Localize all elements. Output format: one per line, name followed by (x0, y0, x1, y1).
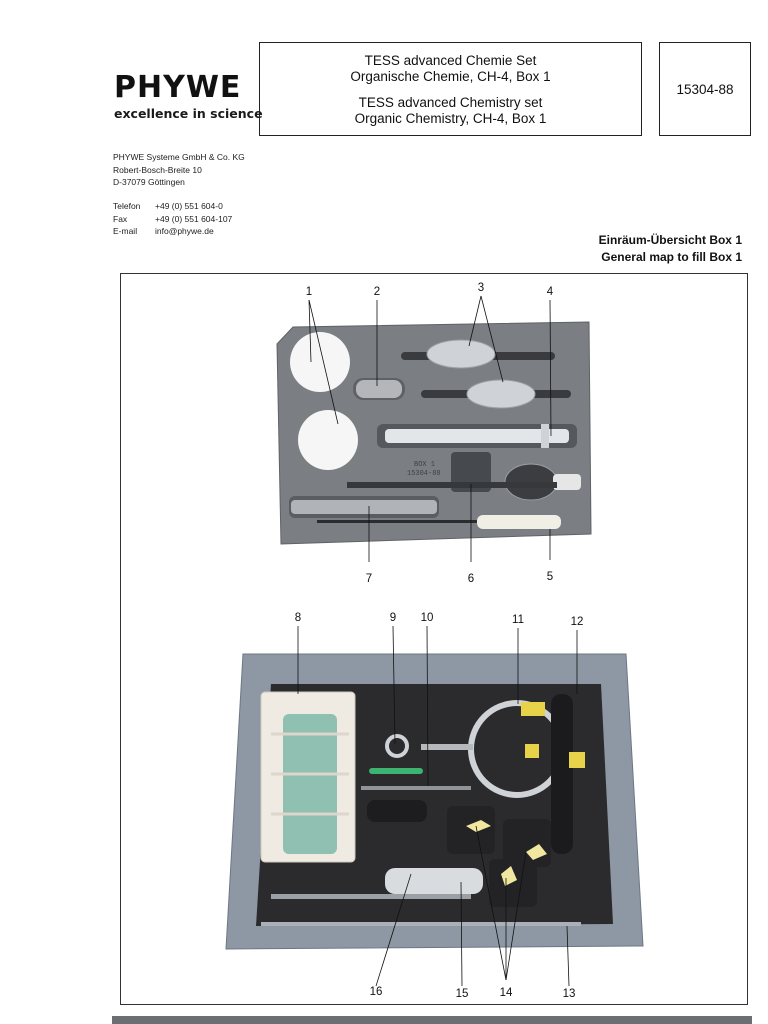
callout-13: 13 (562, 988, 576, 1000)
map-title-en: General map to fill Box 1 (601, 250, 742, 264)
map-title: Einräum-Übersicht Box 1 General map to f… (599, 232, 742, 266)
callout-4: 4 (546, 286, 554, 298)
callout-leader-lines (297, 295, 578, 987)
company-address: PHYWE Systeme GmbH & Co. KG Robert-Bosch… (113, 151, 245, 189)
phywe-logo: PHYWE excellence in science (114, 70, 263, 122)
title-en-line2: Organic Chemistry, CH-4, Box 1 (354, 111, 547, 126)
syringe (385, 429, 569, 443)
company-city: D-37079 Göttingen (113, 177, 185, 187)
contact-value: +49 (0) 551 604-107 (155, 213, 233, 224)
glass-bulb-1 (426, 339, 496, 369)
title-box: TESS advanced Chemie Set Organische Chem… (259, 42, 642, 136)
callout-3: 3 (477, 282, 485, 294)
contact-value: +49 (0) 551 604-0 (155, 201, 223, 211)
lower-storage-box (225, 653, 644, 950)
long-glass-tube (291, 500, 437, 514)
logo-tagline: excellence in science (114, 106, 263, 121)
clamp-holder (367, 800, 427, 822)
test-tube-brush (477, 515, 561, 529)
callout-12: 12 (570, 616, 584, 628)
white-disc-1 (290, 332, 350, 392)
callout-15: 15 (455, 988, 469, 1000)
callout-8: 8 (294, 612, 302, 624)
contact-label: E-mail (113, 226, 138, 236)
callout-11: 11 (512, 614, 524, 626)
map-title-de: Einräum-Übersicht Box 1 (598, 233, 742, 247)
contact-label: Fax (113, 213, 128, 224)
title-english: TESS advanced Chemistry set Organic Chem… (260, 95, 641, 127)
fill-map-illustration: BOX 1 15304-88 (225, 295, 644, 987)
white-disc-2 (298, 410, 358, 470)
callout-1: 1 (305, 286, 313, 298)
footer-bar (112, 1016, 752, 1024)
contact-value[interactable]: info@phywe.de (155, 226, 214, 236)
boss-head (551, 694, 573, 854)
contact-fax: Fax +49 (0) 551 604-107 (113, 213, 232, 226)
contact-info: Telefon +49 (0) 551 604-0 Fax +49 (0) 55… (113, 200, 232, 238)
callout-7: 7 (365, 573, 373, 585)
logo-wordmark: PHYWE (114, 70, 242, 105)
callout-5: 5 (546, 571, 554, 583)
product-number: 15304-88 (676, 81, 734, 97)
upper-foam-tray: BOX 1 15304-88 (276, 321, 592, 545)
product-number-box: 15304-88 (659, 42, 751, 136)
tray-label-line1: BOX 1 (414, 461, 435, 469)
callout-2: 2 (373, 286, 381, 298)
title-german: TESS advanced Chemie Set Organische Chem… (260, 53, 641, 85)
green-spatula (369, 768, 423, 774)
title-de-line2: Organische Chemie, CH-4, Box 1 (350, 69, 551, 84)
small-glass-tube (356, 380, 402, 398)
callout-9: 9 (389, 612, 397, 624)
callout-6: 6 (467, 573, 475, 585)
title-de-line1: TESS advanced Chemie Set (364, 53, 537, 68)
fill-map-frame: BOX 1 15304-88 (120, 273, 748, 1005)
contact-email: E-mail info@phywe.de (113, 225, 232, 238)
glass-bulb-2 (466, 379, 536, 409)
tray-label-line2: 15304-88 (407, 470, 441, 478)
title-en-line1: TESS advanced Chemistry set (358, 95, 543, 110)
callout-14: 14 (499, 987, 513, 999)
company-name: PHYWE Systeme GmbH & Co. KG (113, 152, 245, 162)
callout-10: 10 (420, 612, 434, 624)
contact-phone: Telefon +49 (0) 551 604-0 (113, 200, 232, 213)
metal-rod (261, 922, 581, 926)
crucible-tongs (385, 868, 483, 894)
callout-16: 16 (369, 986, 383, 998)
contact-label: Telefon (113, 201, 141, 211)
company-street: Robert-Bosch-Breite 10 (113, 164, 202, 175)
